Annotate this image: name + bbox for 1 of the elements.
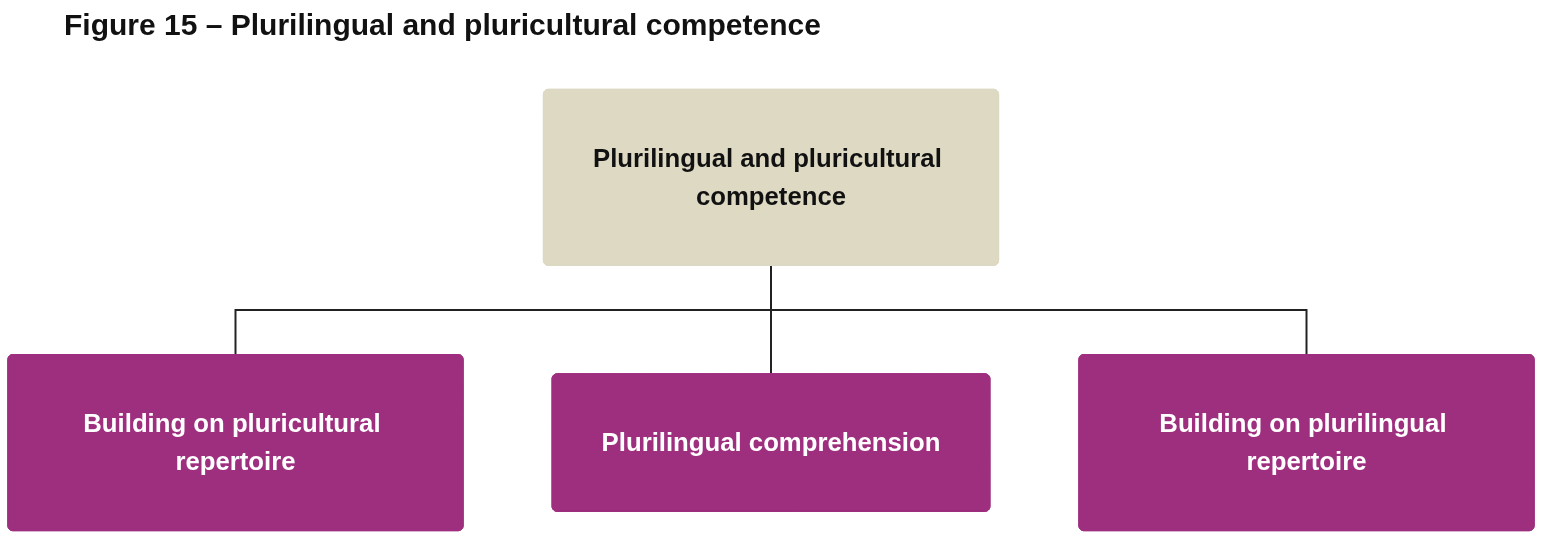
figure-title: Figure 15 – Plurilingual and pluricultural competence [64, 8, 821, 42]
